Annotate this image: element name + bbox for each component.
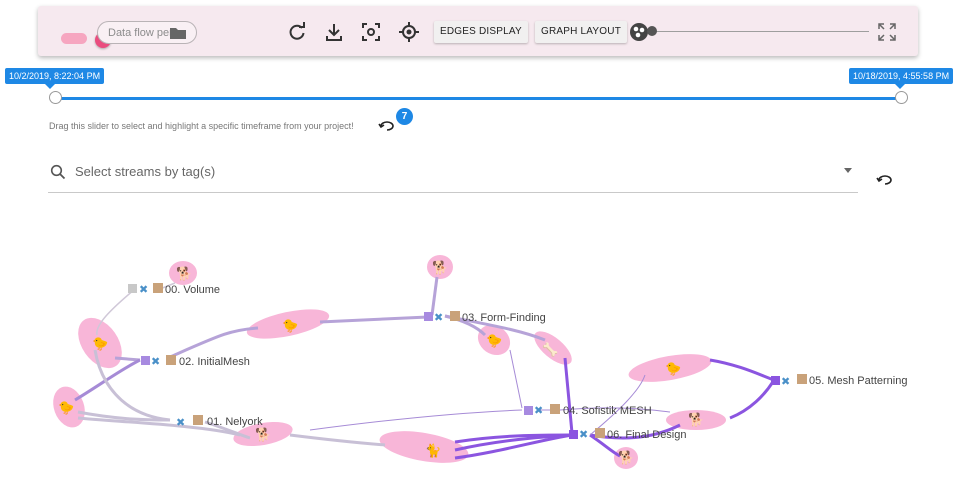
user-icon: 🐕: [432, 260, 448, 275]
edges-display-button[interactable]: EDGES DISPLAY: [434, 21, 528, 43]
user-icon: 🐤: [665, 361, 681, 376]
user-icon: 🐈: [425, 443, 441, 458]
bubbles-icon: [630, 23, 648, 41]
graph-layout-button[interactable]: GRAPH LAYOUT: [535, 21, 628, 43]
stream-graph[interactable]: ✖ 00. Volume ✖ 02. InitialMesh ✖ 01. Nel…: [0, 240, 959, 502]
chevron-down-icon[interactable]: [844, 168, 852, 173]
stream-label-sofistik-mesh: 04. Sofistik MESH: [563, 405, 652, 417]
timeline-end-thumb[interactable]: [895, 91, 908, 104]
user-markers[interactable]: 🐕 🐤 🐤 🐤 🐕 🐤 🦴 🐕 🐈 🐤 🐕 🐕: [58, 260, 704, 465]
screenshot-icon[interactable]: [360, 21, 382, 43]
user-icon: 🐤: [282, 318, 298, 333]
user-icon: 🐕: [176, 266, 192, 281]
refresh-icon[interactable]: [286, 21, 308, 43]
tag-search[interactable]: Select streams by tag(s): [48, 156, 858, 193]
stream-node-form-finding[interactable]: ✖ 03. Form-Finding: [424, 311, 546, 324]
timeline-end-label: 10/18/2019, 4:55:58 PM: [849, 68, 954, 89]
download-icon[interactable]: [323, 21, 345, 43]
data-flow-toggle-track[interactable]: [61, 33, 87, 44]
user-icon: 🐕: [688, 412, 704, 427]
svg-text:✖: ✖: [534, 405, 543, 417]
highlight-blobs: [53, 255, 726, 469]
svg-text:✖: ✖: [579, 429, 588, 441]
search-icon: [50, 164, 66, 180]
reset-icon[interactable]: [378, 120, 396, 132]
search-reset-icon[interactable]: [876, 174, 894, 186]
user-icon: 🐤: [486, 333, 502, 348]
data-flow-chip[interactable]: Data flow per: [97, 21, 197, 44]
timeline-hint: Drag this slider to select and highlight…: [49, 121, 354, 131]
user-icon: 🦴: [542, 341, 558, 357]
timeline-start-label: 10/2/2019, 8:22:04 PM: [5, 68, 105, 89]
stream-label-final-design: 06. Final Design: [607, 429, 687, 441]
svg-text:✖: ✖: [434, 312, 443, 324]
zoom-slider-track[interactable]: [656, 31, 869, 32]
user-icon: 🐤: [92, 336, 108, 351]
fullscreen-icon[interactable]: [876, 21, 898, 43]
user-icon: 🐕: [255, 427, 271, 442]
svg-text:✖: ✖: [139, 284, 148, 296]
stream-node-final-design[interactable]: ✖ 06. Final Design: [569, 428, 687, 441]
stream-node-sofistik-mesh[interactable]: ✖ 04. Sofistik MESH: [524, 404, 652, 417]
timeline-start-thumb[interactable]: [49, 91, 62, 104]
stream-label-volume: 00. Volume: [165, 284, 220, 296]
timeline-count-badge: 7: [396, 108, 413, 125]
search-input[interactable]: Select streams by tag(s): [75, 164, 216, 179]
svg-text:✖: ✖: [781, 376, 790, 388]
svg-text:✖: ✖: [151, 356, 160, 368]
folder-icon[interactable]: [170, 27, 186, 39]
timeline-range-track[interactable]: [55, 97, 901, 100]
stream-node-initialmesh[interactable]: ✖ 02. InitialMesh: [141, 355, 250, 368]
stream-node-volume[interactable]: ✖ 00. Volume: [128, 283, 220, 296]
stream-node-mesh-patterning[interactable]: ✖ 05. Mesh Patterning: [771, 374, 907, 388]
zoom-slider-thumb[interactable]: [647, 26, 657, 36]
stream-label-form-finding: 03. Form-Finding: [462, 312, 546, 324]
svg-text:✖: ✖: [176, 417, 185, 429]
user-icon: 🐤: [58, 400, 74, 415]
data-flow-chip-label: Data flow per: [108, 27, 173, 39]
stream-node-nelyork[interactable]: ✖ 01. Nelyork: [176, 415, 263, 429]
stream-label-initialmesh: 02. InitialMesh: [179, 356, 250, 368]
user-icon: 🐕: [618, 450, 634, 465]
stream-label-mesh-patterning: 05. Mesh Patterning: [809, 375, 907, 387]
stream-label-nelyork: 01. Nelyork: [207, 416, 263, 428]
locate-icon[interactable]: [398, 21, 420, 43]
toolbar: Data flow per EDGES DISPLAY GRAPH LAYOUT: [38, 6, 918, 56]
